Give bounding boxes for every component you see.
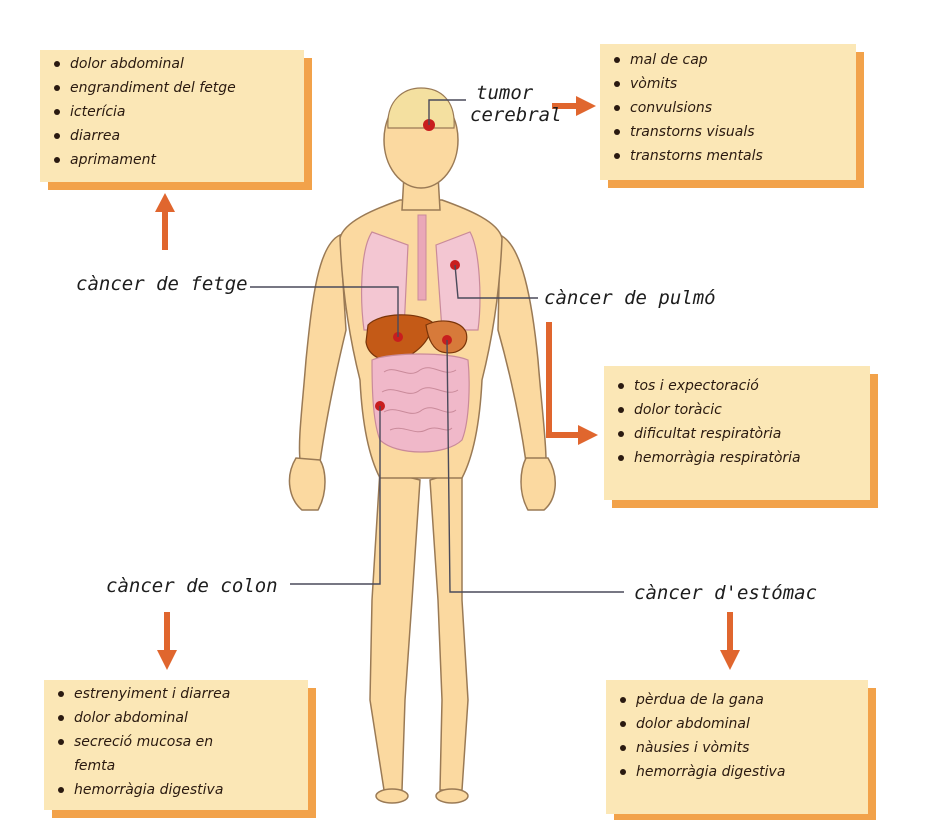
brain-tumor-label: tumor cerebral	[470, 82, 562, 126]
liver-symptoms-box: dolor abdominal engrandiment del fetge i…	[40, 50, 304, 182]
stomach-symptoms-box: pèrdua de la gana dolor abdominal nàusie…	[606, 680, 868, 814]
lung-symptoms-list: tos i expectoració dolor toràcic dificul…	[612, 374, 862, 470]
list-item: pèrdua de la gana	[614, 688, 860, 712]
lung-symptoms-box: tos i expectoració dolor toràcic dificul…	[604, 366, 870, 500]
stomach-symptoms-list: pèrdua de la gana dolor abdominal nàusie…	[614, 688, 860, 784]
list-item: nàusies i vòmits	[614, 736, 860, 760]
brain-symptoms-list: mal de cap vòmits convulsions transtorns…	[608, 48, 848, 168]
brain-tumor-label-line1: tumor	[470, 82, 562, 104]
right-lung-shape	[436, 232, 480, 330]
list-item: hemorràgia digestiva	[52, 778, 300, 802]
liver-cancer-label: càncer de fetge	[76, 273, 248, 295]
stomach-cancer-label: càncer d'estómac	[634, 582, 817, 604]
list-item: vòmits	[608, 72, 848, 96]
brain-tumor-label-line2: cerebral	[470, 104, 562, 126]
brain-symptoms-box: mal de cap vòmits convulsions transtorns…	[600, 44, 856, 180]
liver-symptoms-list: dolor abdominal engrandiment del fetge i…	[48, 52, 296, 172]
colon-cancer-label: càncer de colon	[106, 575, 278, 597]
list-item: transtorns visuals	[608, 120, 848, 144]
list-item: dolor abdominal	[48, 52, 296, 76]
colon-symptoms-list: estrenyiment i diarrea dolor abdominal s…	[52, 682, 300, 802]
brain-shape	[388, 88, 454, 128]
list-item: secreció mucosa en	[52, 730, 300, 754]
list-item: tos i expectoració	[612, 374, 862, 398]
lung-cancer-label: càncer de pulmó	[544, 287, 716, 309]
list-item: dolor abdominal	[614, 712, 860, 736]
list-item: mal de cap	[608, 48, 848, 72]
list-item: estrenyiment i diarrea	[52, 682, 300, 706]
intestines-shape	[372, 354, 469, 452]
list-item: dificultat respiratòria	[612, 422, 862, 446]
list-item: icterícia	[48, 100, 296, 124]
colon-symptoms-box: estrenyiment i diarrea dolor abdominal s…	[44, 680, 308, 810]
list-item: hemorràgia respiratòria	[612, 446, 862, 470]
list-item: transtorns mentals	[608, 144, 848, 168]
list-item: dolor toràcic	[612, 398, 862, 422]
list-item: dolor abdominal	[52, 706, 300, 730]
list-item: femta	[52, 754, 300, 778]
list-item: engrandiment del fetge	[48, 76, 296, 100]
list-item: hemorràgia digestiva	[614, 760, 860, 784]
list-item: aprimament	[48, 148, 296, 172]
list-item: convulsions	[608, 96, 848, 120]
list-item: diarrea	[48, 124, 296, 148]
esophagus-shape	[418, 215, 426, 300]
